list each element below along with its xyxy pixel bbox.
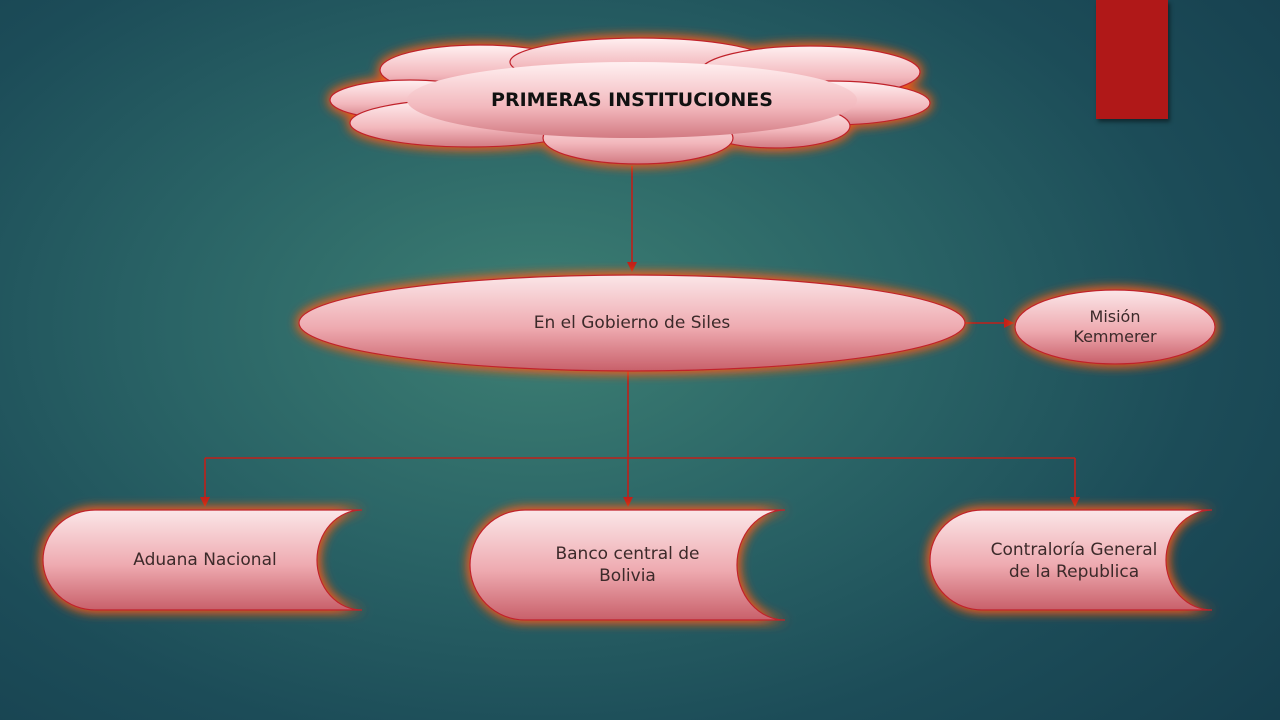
diagram-title: PRIMERAS INSTITUCIONES [491, 89, 773, 111]
institution-shape-banco [469, 509, 786, 621]
mission-node [1014, 289, 1216, 365]
title-cloud [329, 37, 931, 165]
institution-label-contraloria: Contraloría General de la Republica [990, 540, 1158, 582]
institution-label-banco: Banco central de Bolivia [555, 544, 700, 586]
government-node [298, 274, 966, 372]
mission-label: Misión Kemmerer [1073, 307, 1157, 346]
institution-shape-contraloria [929, 509, 1213, 611]
accent-corner-tab [1096, 0, 1168, 119]
government-label: En el Gobierno de Siles [533, 313, 731, 333]
institution-shape-aduana [42, 509, 363, 611]
connectors [200, 166, 1080, 507]
institution-label-aduana: Aduana Nacional [133, 550, 277, 570]
